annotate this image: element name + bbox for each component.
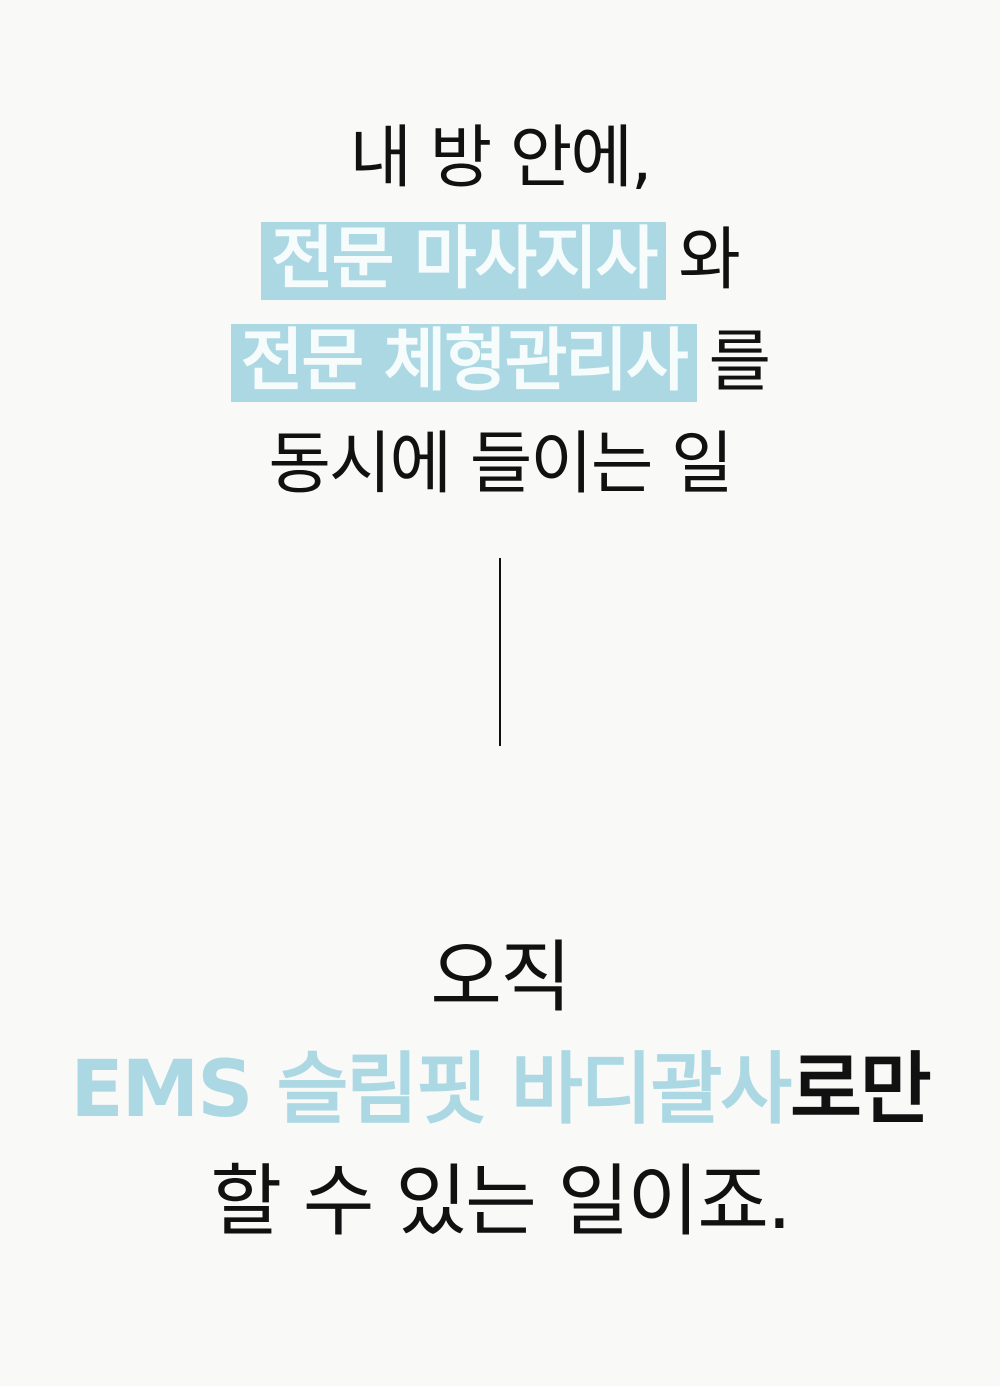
conclusion-line-1-text: 오직 [430,933,572,1023]
intro-line-2-suffix: 와 [678,221,741,300]
intro-line-4-text: 동시에 들이는 일 [268,425,733,504]
conclusion-line-2-suffix: 로만 [790,1045,932,1135]
conclusion-line-3-text: 할 수 있는 일이죠. [210,1157,791,1247]
highlight-body-shape-manager: 전문 체형관리사 [230,324,697,402]
intro-line-1-text: 내 방 안에, [349,119,652,198]
product-name: EMS 슬림핏 바디괄사 [70,1045,792,1135]
vertical-divider [499,558,501,746]
conclusion-line-1: 오직 [0,922,1000,1034]
intro-line-1: 내 방 안에, [0,108,1000,210]
highlight-massage-therapist: 전문 마사지사 [261,222,667,300]
conclusion-line-3: 할 수 있는 일이죠. [0,1146,1000,1258]
intro-line-4: 동시에 들이는 일 [0,414,1000,516]
intro-line-3-suffix: 를 [708,323,772,402]
